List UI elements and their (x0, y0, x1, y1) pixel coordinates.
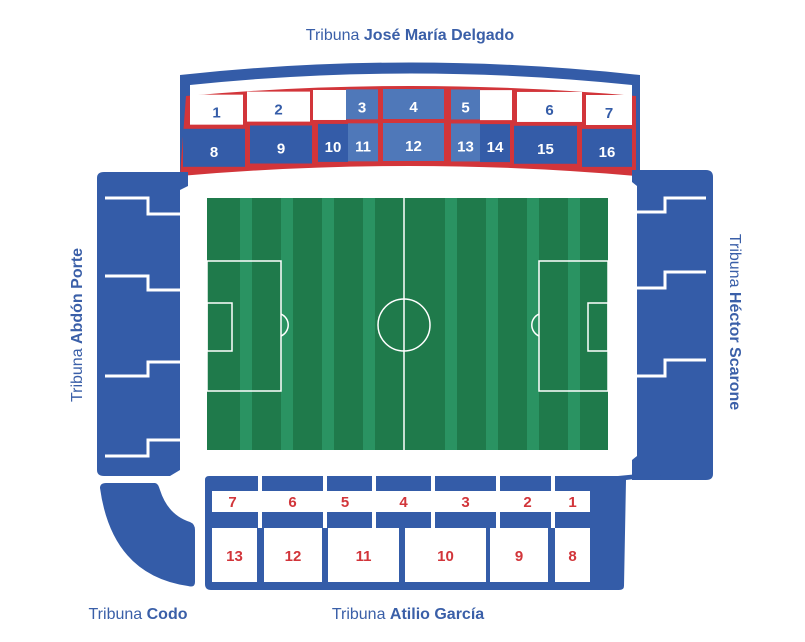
north-section[interactable]: 6 (517, 91, 582, 122)
section-number: 12 (405, 138, 422, 155)
north-section[interactable]: 8 (183, 128, 245, 167)
south-section-number[interactable]: 4 (399, 494, 408, 511)
section-number: 5 (461, 99, 469, 116)
corner-stand-name: Codo (147, 606, 188, 623)
north-section[interactable]: 13 (451, 123, 480, 162)
gap (551, 512, 555, 528)
east-stand-prefix: Tribuna (726, 234, 743, 292)
west-stand-prefix: Tribuna (69, 344, 86, 402)
section-number: 14 (487, 139, 504, 156)
north-filler (480, 90, 512, 121)
north-section[interactable]: 5 (451, 89, 480, 120)
gap (496, 476, 500, 491)
south-section[interactable]: 13 (212, 528, 257, 582)
south-stand-prefix: Tribuna (332, 606, 390, 623)
section-number: 8 (210, 144, 218, 161)
pitch-stripe (445, 198, 457, 450)
south-stand-sections: 7 6 5 4 3 2 1 13 12 11 10 9 8 (212, 476, 590, 582)
corner-stand-prefix: Tribuna (89, 606, 147, 623)
section-number: 4 (409, 99, 418, 116)
south-section-number[interactable]: 7 (228, 494, 236, 511)
north-stand-name: José María Delgado (364, 27, 515, 44)
pitch-stripe (281, 198, 293, 450)
south-section[interactable]: 10 (405, 528, 486, 582)
gap (258, 476, 262, 491)
north-stand-label: Tribuna José María Delgado (306, 27, 515, 44)
east-stand[interactable] (632, 170, 713, 480)
south-section-number: 13 (226, 548, 243, 565)
section-number: 3 (358, 99, 366, 116)
north-section[interactable]: 9 (250, 125, 312, 164)
east-stand-name: Héctor Scarone (726, 292, 743, 410)
gap (496, 512, 500, 528)
section-number: 1 (212, 105, 220, 122)
section-number: 16 (599, 144, 616, 161)
pitch-stripe (322, 198, 334, 450)
north-section[interactable]: 15 (514, 125, 577, 164)
north-section[interactable]: 7 (586, 94, 632, 125)
section-number: 10 (325, 139, 342, 156)
north-stand-prefix: Tribuna (306, 27, 364, 44)
south-section-number[interactable]: 1 (568, 494, 576, 511)
south-section-number[interactable]: 2 (523, 494, 531, 511)
west-stand-name: Abdón Porte (69, 248, 86, 344)
south-section-number[interactable]: 5 (341, 494, 349, 511)
south-section-number: 9 (515, 548, 523, 565)
section-number: 7 (605, 105, 613, 122)
gap (551, 476, 555, 491)
south-stand-name: Atilio García (390, 606, 484, 623)
south-section-number: 12 (285, 548, 302, 565)
north-section[interactable]: 14 (480, 124, 510, 163)
south-section[interactable]: 12 (264, 528, 322, 582)
pitch-stripe (527, 198, 539, 450)
south-section-number[interactable]: 6 (288, 494, 296, 511)
north-section[interactable]: 11 (348, 123, 378, 162)
north-section[interactable]: 4 (383, 89, 444, 120)
gap (372, 512, 376, 528)
north-section[interactable]: 16 (582, 128, 632, 167)
north-stand-frame (180, 62, 640, 172)
north-section[interactable]: 3 (346, 89, 378, 120)
gap (323, 512, 327, 528)
south-section-number: 10 (437, 548, 454, 565)
south-stand-label: Tribuna Atilio García (332, 606, 484, 623)
south-section-number[interactable]: 3 (461, 494, 469, 511)
west-stand-label: Tribuna Abdón Porte (69, 248, 86, 402)
north-section[interactable]: 1 (190, 94, 243, 125)
east-stand-label: Tribuna Héctor Scarone (726, 234, 743, 410)
south-upper-row (212, 491, 590, 512)
pitch (206, 198, 609, 450)
gap (258, 512, 262, 528)
section-number: 9 (277, 141, 285, 158)
gap (431, 512, 435, 528)
south-section-number: 11 (356, 548, 372, 565)
gap (323, 476, 327, 491)
north-section[interactable]: 10 (318, 123, 348, 162)
section-number: 2 (274, 102, 282, 119)
north-section[interactable]: 12 (383, 123, 444, 162)
south-section[interactable]: 11 (328, 528, 399, 582)
corner-stand[interactable] (100, 483, 195, 587)
west-stand[interactable] (97, 172, 188, 476)
pitch-stripe (486, 198, 498, 450)
pitch-stripe (240, 198, 252, 450)
pitch-stripe (568, 198, 580, 450)
south-section[interactable]: 9 (490, 528, 548, 582)
section-number: 11 (355, 138, 371, 155)
pitch-stripe (363, 198, 375, 450)
section-number: 13 (457, 138, 474, 155)
north-filler (313, 89, 346, 120)
south-section-number: 8 (568, 548, 576, 565)
south-section[interactable]: 8 (555, 528, 590, 582)
section-number: 6 (545, 102, 553, 119)
gap (431, 476, 435, 491)
north-section[interactable]: 2 (247, 91, 310, 122)
gap (372, 476, 376, 491)
corner-stand-label: Tribuna Codo (89, 606, 188, 623)
section-number: 15 (537, 141, 554, 158)
